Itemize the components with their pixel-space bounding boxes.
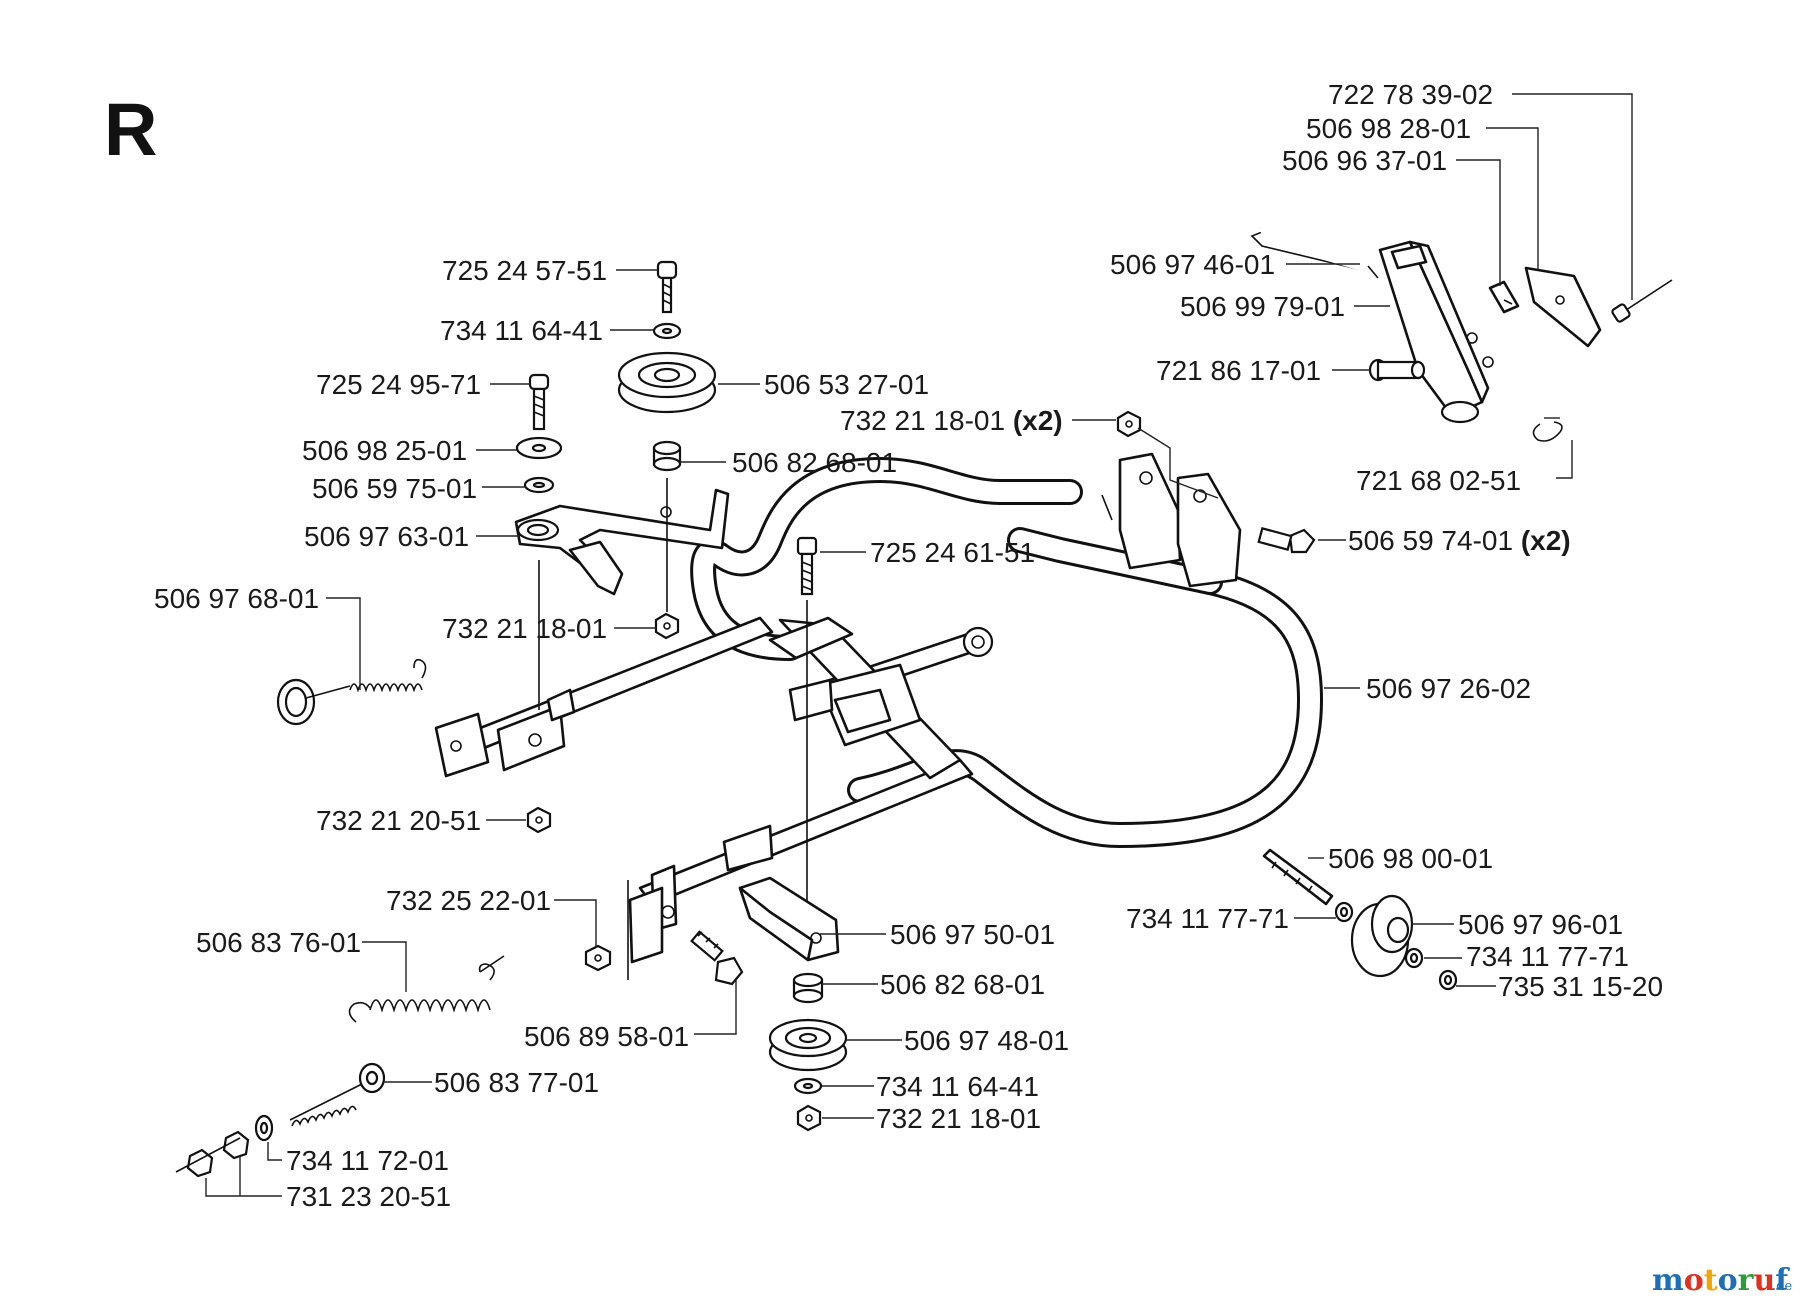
logo-letter: m bbox=[1652, 1263, 1684, 1298]
label-734-11-77-71-right: 734 11 77-71 bbox=[1466, 941, 1629, 972]
label-734-11-64-41-bottom: 734 11 64-41 bbox=[876, 1071, 1039, 1102]
label-734-11-77-71-left: 734 11 77-71 bbox=[1126, 903, 1289, 934]
label-506-97-63-01: 506 97 63-01 bbox=[304, 521, 469, 552]
label-722-78-39-02: 722 78 39-02 bbox=[1328, 79, 1493, 110]
logo-letter: t bbox=[1704, 1263, 1718, 1298]
pedal-assembly bbox=[1250, 227, 1673, 442]
frame-assembly bbox=[434, 452, 1323, 980]
label-506-83-77-01: 506 83 77-01 bbox=[434, 1067, 599, 1098]
label-732-21-18-01-bottom: 732 21 18-01 bbox=[876, 1103, 1041, 1134]
label-732-21-18-01-top: 732 21 18-01 (x2) bbox=[840, 405, 1063, 436]
label-506-59-75-01: 506 59 75-01 bbox=[312, 473, 477, 504]
label-725-24-95-71: 725 24 95-71 bbox=[316, 369, 481, 400]
label-506-98-28-01: 506 98 28-01 bbox=[1306, 113, 1471, 144]
label-721-68-02-51: 721 68 02-51 bbox=[1356, 465, 1521, 496]
logo-letter: u bbox=[1753, 1263, 1775, 1298]
section-letter: R bbox=[104, 88, 157, 171]
leader-lines bbox=[205, 93, 1633, 1197]
label-506-83-76-01: 506 83 76-01 bbox=[196, 927, 361, 958]
label-506-59-74-01: 506 59 74-01 (x2) bbox=[1348, 525, 1571, 556]
label-734-11-64-41-top: 734 11 64-41 bbox=[440, 315, 603, 346]
lower-pulley-stack bbox=[768, 972, 848, 1132]
label-735-31-15-20: 735 31 15-20 bbox=[1498, 971, 1663, 1002]
label-506-97-48-01: 506 97 48-01 bbox=[904, 1025, 1069, 1056]
label-506-97-96-01: 506 97 96-01 bbox=[1458, 909, 1623, 940]
label-506-97-50-01: 506 97 50-01 bbox=[890, 919, 1055, 950]
label-506-97-46-01: 506 97 46-01 bbox=[1110, 249, 1275, 280]
logo-letter: f bbox=[1775, 1263, 1790, 1298]
label-506-89-58-01: 506 89 58-01 bbox=[524, 1021, 689, 1052]
label-732-25-22-01: 732 25 22-01 bbox=[386, 885, 551, 916]
bracket-506-97-50 bbox=[738, 876, 840, 962]
label-506-53-27-01: 506 53 27-01 bbox=[764, 369, 929, 400]
bolt-506-59-74-x2 bbox=[1257, 527, 1316, 554]
nut-732-21-18-x2 bbox=[1116, 410, 1142, 438]
logo-letter: o bbox=[1684, 1263, 1704, 1298]
label-506-82-68-01-bottom: 506 82 68-01 bbox=[880, 969, 1045, 1000]
label-506-97-68-01: 506 97 68-01 bbox=[154, 583, 319, 614]
label-731-23-20-51: 731 23 20-51 bbox=[286, 1181, 451, 1212]
label-506-96-37-01: 506 96 37-01 bbox=[1282, 145, 1447, 176]
watermark-logo: motoruf .de bbox=[1652, 1263, 1792, 1298]
bolt-725-24-61 bbox=[796, 536, 818, 930]
logo-letter: o bbox=[1718, 1263, 1738, 1298]
label-506-97-26-02: 506 97 26-02 bbox=[1366, 673, 1531, 704]
label-732-21-20-51: 732 21 20-51 bbox=[316, 805, 481, 836]
label-725-24-61-51: 725 24 61-51 bbox=[870, 537, 1035, 568]
left-pulley-assembly bbox=[514, 260, 730, 710]
label-506-98-00-01: 506 98 00-01 bbox=[1328, 843, 1493, 874]
label-725-24-57-51: 725 24 57-51 bbox=[442, 255, 607, 286]
label-506-98-25-01: 506 98 25-01 bbox=[302, 435, 467, 466]
wheel-assembly bbox=[1262, 848, 1458, 991]
bolt-506-89-58 bbox=[690, 930, 744, 986]
nut-732-21-20 bbox=[526, 806, 552, 834]
label-734-11-72-01: 734 11 72-01 bbox=[286, 1145, 449, 1176]
part-labels: 722 78 39-02 506 98 28-01 506 96 37-01 5… bbox=[154, 79, 1663, 1212]
label-506-99-79-01: 506 99 79-01 bbox=[1180, 291, 1345, 322]
spring-506-97-68 bbox=[276, 658, 427, 726]
logo-suffix: .de bbox=[1772, 1279, 1792, 1294]
logo-letter: r bbox=[1738, 1263, 1755, 1298]
nut-732-25-22 bbox=[584, 944, 612, 972]
label-732-21-18-01-mid: 732 21 18-01 bbox=[442, 613, 607, 644]
label-721-86-17-01: 721 86 17-01 bbox=[1156, 355, 1321, 386]
tensioner-assembly bbox=[175, 955, 505, 1178]
logo-brand: motoruf bbox=[1652, 1263, 1790, 1298]
label-506-82-68-01-top: 506 82 68-01 bbox=[732, 447, 897, 478]
